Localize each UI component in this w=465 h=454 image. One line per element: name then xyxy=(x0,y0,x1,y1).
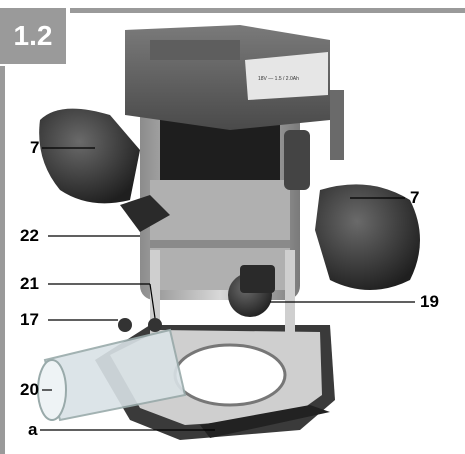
callout-17: 17 xyxy=(20,310,39,329)
battery-label-text: 18V — 1.5 / 2.0Ah xyxy=(258,76,299,82)
screw-21 xyxy=(148,318,162,332)
callout-22: 22 xyxy=(20,226,39,245)
callout-7-left: 7 xyxy=(30,138,40,157)
callout-20: 20 xyxy=(20,380,39,399)
guide-rod-right xyxy=(285,250,295,340)
callout-21: 21 xyxy=(20,274,39,293)
figure-top-rule xyxy=(70,8,465,13)
callout-19: 19 xyxy=(420,292,439,311)
figure-number-label: 1.2 xyxy=(0,8,66,64)
left-handle xyxy=(39,108,140,204)
leader-lines xyxy=(40,147,415,431)
guide-rod-left xyxy=(150,250,160,340)
screw-17 xyxy=(118,318,132,332)
callout-7-right: 7 xyxy=(410,188,420,207)
motor-housing xyxy=(140,100,300,300)
battery-pack: 18V — 1.5 / 2.0Ah xyxy=(125,25,330,130)
depth-stop-turret xyxy=(284,130,310,190)
right-handle xyxy=(315,184,420,290)
figure-left-rule xyxy=(0,66,5,454)
fine-adjust-knob xyxy=(330,90,344,160)
callout-a: a xyxy=(28,420,38,439)
clamp-lever xyxy=(120,195,170,232)
